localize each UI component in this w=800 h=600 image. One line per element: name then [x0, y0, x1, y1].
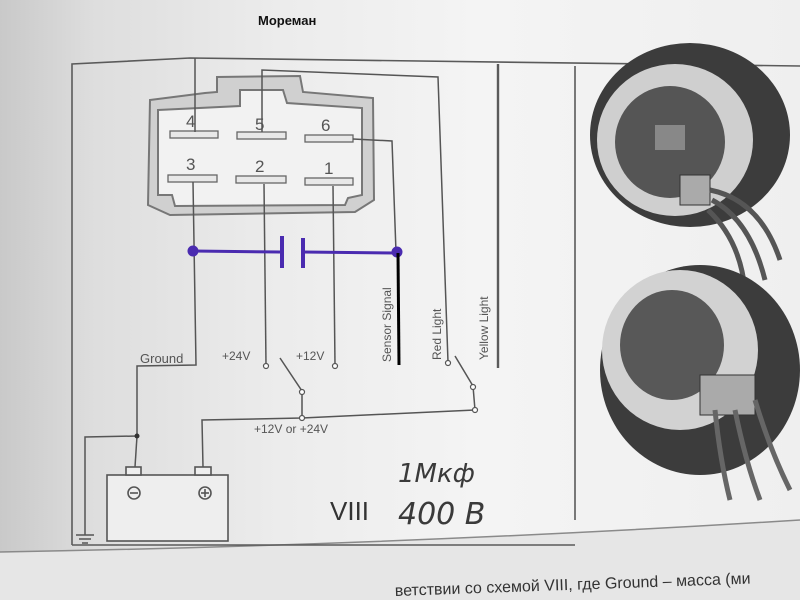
capacitance-note: 1Мкф — [398, 459, 475, 489]
lower-page — [0, 520, 800, 600]
ground-label: Ground — [140, 351, 183, 366]
gauge-photo-top — [590, 43, 790, 291]
pin-number-2: 2 — [255, 157, 264, 176]
plus-12v-label: +12V — [296, 349, 324, 363]
pin-numbers: 4 5 6 3 2 1 — [186, 112, 333, 178]
scheme-number: VIII — [330, 496, 369, 526]
wire-terminals — [262, 359, 479, 422]
gauge-photo-bottom — [600, 265, 800, 501]
pin-number-1: 1 — [324, 159, 333, 178]
wires — [84, 58, 476, 535]
battery-icon — [106, 466, 229, 542]
yellow-light-label: Yellow Light — [477, 296, 491, 360]
plus-24v-label: +24V — [222, 349, 250, 363]
voltage-note: 400 В — [398, 497, 485, 532]
ground-junction — [134, 433, 140, 439]
pin-3 — [167, 174, 218, 183]
pin-number-4: 4 — [186, 112, 195, 131]
red-light-label: Red Light — [430, 308, 444, 360]
pin-number-3: 3 — [186, 155, 195, 174]
sensor-signal-wire — [396, 252, 401, 366]
supply-voltage-label: +12V or +24V — [254, 422, 328, 436]
sensor-signal-label: Sensor Signal — [380, 287, 394, 362]
connector-pins — [167, 130, 354, 186]
pin-6 — [304, 134, 354, 143]
capacitor-icon — [187, 236, 403, 268]
pin-2 — [235, 175, 287, 184]
page-edge — [0, 519, 800, 553]
page-title: Мореман — [258, 13, 316, 28]
ground-icon — [76, 534, 94, 544]
diagram-frame — [71, 57, 800, 546]
pin-1 — [304, 177, 354, 186]
connector-housing — [146, 74, 376, 217]
pin-number-5: 5 — [255, 115, 264, 134]
pin-number-6: 6 — [321, 116, 330, 135]
pin-4 — [169, 130, 219, 139]
